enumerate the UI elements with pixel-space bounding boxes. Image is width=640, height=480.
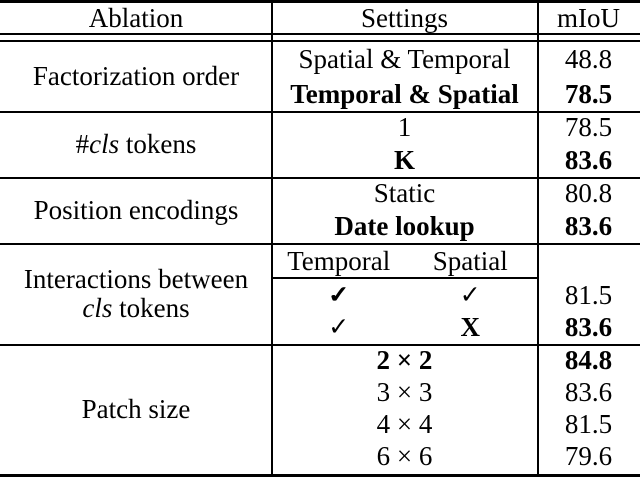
rule-section-3 bbox=[0, 243, 640, 245]
section-label-factorization-order: Factorization order bbox=[32, 61, 240, 92]
interaction-row-1-marks: ✓ ✓ bbox=[273, 279, 536, 311]
label-tokens: tokens bbox=[119, 128, 197, 159]
label-interactions-tokens: tokens bbox=[112, 292, 190, 323]
miou-patch-2x2: 84.8 bbox=[564, 344, 613, 375]
setting-patch-2x2: 2 × 2 bbox=[376, 344, 433, 375]
section-label-interactions: Interactions between cls tokens bbox=[2, 243, 270, 344]
miou-patch-4x4: 81.5 bbox=[564, 408, 613, 439]
rule-header-double-1 bbox=[0, 33, 640, 35]
miou-spatial-temporal: 48.8 bbox=[564, 44, 613, 75]
miou-temporal-spatial: 78.5 bbox=[564, 78, 613, 109]
col-header-miou: mIoU bbox=[557, 2, 620, 33]
label-interactions-line1: Interactions between bbox=[23, 264, 249, 295]
subheader-temporal: Temporal bbox=[287, 245, 391, 276]
rule-section-1 bbox=[0, 111, 640, 113]
miou-date-lookup: 83.6 bbox=[564, 211, 613, 242]
setting-k-tokens: K bbox=[393, 145, 415, 176]
setting-spatial-temporal: Spatial & Temporal bbox=[298, 44, 511, 75]
miou-static: 80.8 bbox=[564, 178, 613, 209]
setting-one-token: 1 bbox=[397, 112, 412, 143]
section-label-position-encodings: Position encodings bbox=[33, 194, 239, 225]
miou-patch-3x3: 83.6 bbox=[564, 376, 613, 407]
subheader-spatial: Spatial bbox=[432, 245, 508, 276]
col-header-settings: Settings bbox=[360, 2, 448, 33]
rule-header-double-2 bbox=[0, 40, 640, 42]
miou-interaction-row-2: 83.6 bbox=[564, 312, 613, 343]
miou-interaction-row-1: 81.5 bbox=[564, 279, 613, 310]
x-mark-icon: X bbox=[460, 312, 481, 343]
rule-bottom bbox=[0, 474, 640, 477]
col-header-ablation: Ablation bbox=[88, 2, 184, 33]
setting-patch-3x3: 3 × 3 bbox=[376, 376, 433, 407]
rule-col-divider-1 bbox=[271, 0, 273, 477]
label-interactions-cls-italic: cls bbox=[82, 292, 113, 323]
check-icon: ✓ bbox=[459, 279, 481, 309]
check-icon: ✓ bbox=[328, 312, 350, 342]
rule-top bbox=[0, 0, 640, 3]
rule-section-2 bbox=[0, 177, 640, 179]
setting-patch-6x6: 6 × 6 bbox=[376, 441, 433, 472]
label-hash: # bbox=[75, 128, 90, 159]
setting-static: Static bbox=[373, 178, 436, 209]
section-label-patch-size: Patch size bbox=[81, 393, 191, 424]
setting-temporal-spatial: Temporal & Spatial bbox=[290, 78, 519, 109]
miou-patch-6x6: 79.6 bbox=[564, 441, 613, 472]
rule-col-divider-2 bbox=[537, 0, 539, 477]
section-label-cls-tokens: #cls tokens bbox=[2, 111, 270, 177]
miou-one-token: 78.5 bbox=[564, 112, 613, 143]
subheader-row: Temporal Spatial bbox=[273, 245, 536, 277]
interaction-row-2-marks: ✓ X bbox=[273, 311, 536, 344]
rule-subheader bbox=[272, 277, 537, 279]
check-icon: ✓ bbox=[328, 279, 350, 309]
miou-k-tokens: 83.6 bbox=[564, 145, 613, 176]
setting-date-lookup: Date lookup bbox=[334, 211, 475, 242]
setting-patch-4x4: 4 × 4 bbox=[376, 408, 433, 439]
rule-section-4 bbox=[0, 344, 640, 346]
label-cls-italic: cls bbox=[89, 128, 120, 159]
